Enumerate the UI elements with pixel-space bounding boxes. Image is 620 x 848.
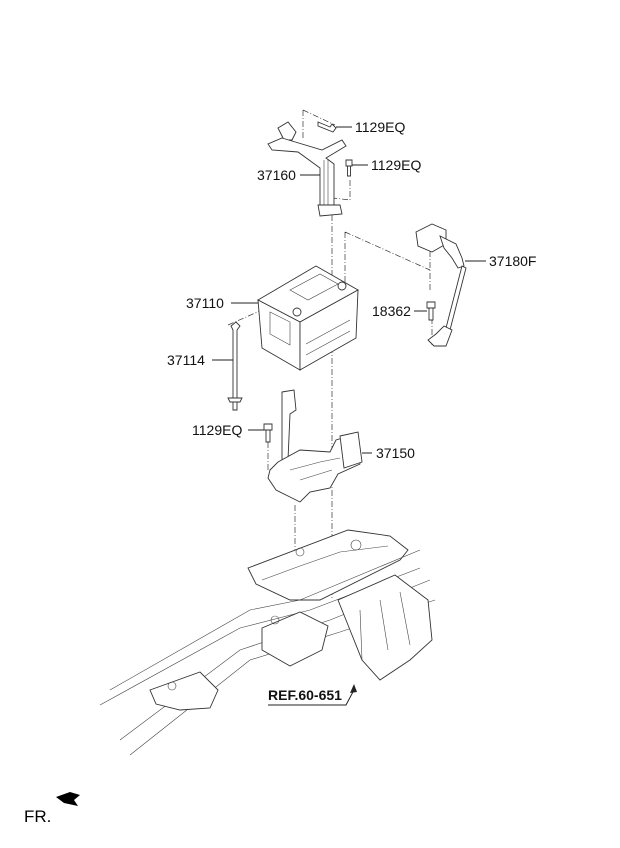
callout-battery-tray[interactable]: 37150 [376,445,415,461]
battery-part[interactable] [257,265,359,371]
front-label: FR. [24,807,51,826]
callout-body-reference[interactable]: REF.60-651 [268,687,342,703]
cable-bolt-part[interactable] [426,301,436,321]
callout-bolt-top[interactable]: 1129EQ [355,119,405,135]
clamp-rod-part[interactable] [227,321,243,411]
vehicle-body-frame [99,529,436,756]
callout-battery-cable[interactable]: 37180F [489,253,536,269]
bolt-mid-part[interactable] [345,159,353,177]
tray-bolt-part[interactable] [263,423,273,443]
callout-clamp-rod[interactable]: 37114 [167,352,205,368]
battery-tray-part[interactable] [267,389,363,503]
callout-bolt-mid[interactable]: 1129EQ [371,157,421,173]
callout-battery[interactable]: 37110 [186,295,224,311]
leader-lines [212,126,486,706]
callout-battery-clamp[interactable]: 37160 [257,167,296,183]
callout-tray-bolt[interactable]: 1129EQ [192,422,242,438]
battery-clamp-part[interactable] [267,121,347,217]
battery-cable-part[interactable] [415,223,467,347]
bolt-top-part[interactable] [317,121,337,133]
callout-cable-bolt[interactable]: 18362 [372,303,411,319]
front-indicator: FR. [24,792,80,826]
arrow-front-icon [56,792,80,806]
